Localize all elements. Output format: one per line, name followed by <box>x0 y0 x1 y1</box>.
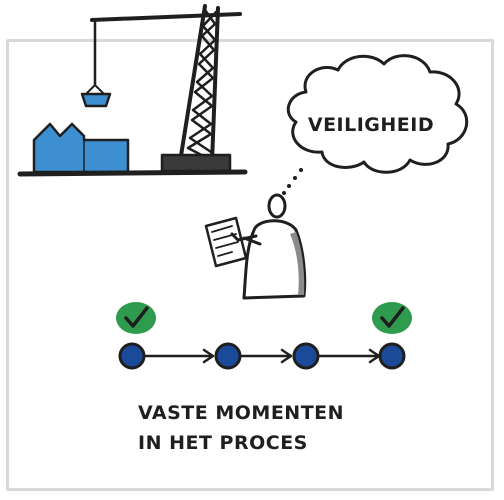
caption: VASTE MOMENTEN IN HET PROCES <box>138 398 378 458</box>
thought-bubble-text: VEILIGHEID <box>307 114 435 136</box>
milestone-node-4 <box>378 342 406 370</box>
factory-icon <box>32 122 130 174</box>
thought-bubble <box>282 54 469 195</box>
inspector-person-icon <box>204 193 307 300</box>
caption-line-1: VASTE MOMENTEN <box>138 402 345 424</box>
ground-line <box>17 169 248 177</box>
caption-line-2: IN HET PROCES <box>138 432 308 454</box>
milestone-node-1 <box>118 342 146 370</box>
milestone-node-3 <box>292 342 320 370</box>
crane-icon <box>90 4 242 173</box>
process-timeline <box>139 348 381 364</box>
check-badge-icon <box>116 302 156 334</box>
check-badge-icon <box>372 302 412 334</box>
milestone-node-2 <box>214 342 242 370</box>
crane-bucket-icon <box>80 83 112 108</box>
